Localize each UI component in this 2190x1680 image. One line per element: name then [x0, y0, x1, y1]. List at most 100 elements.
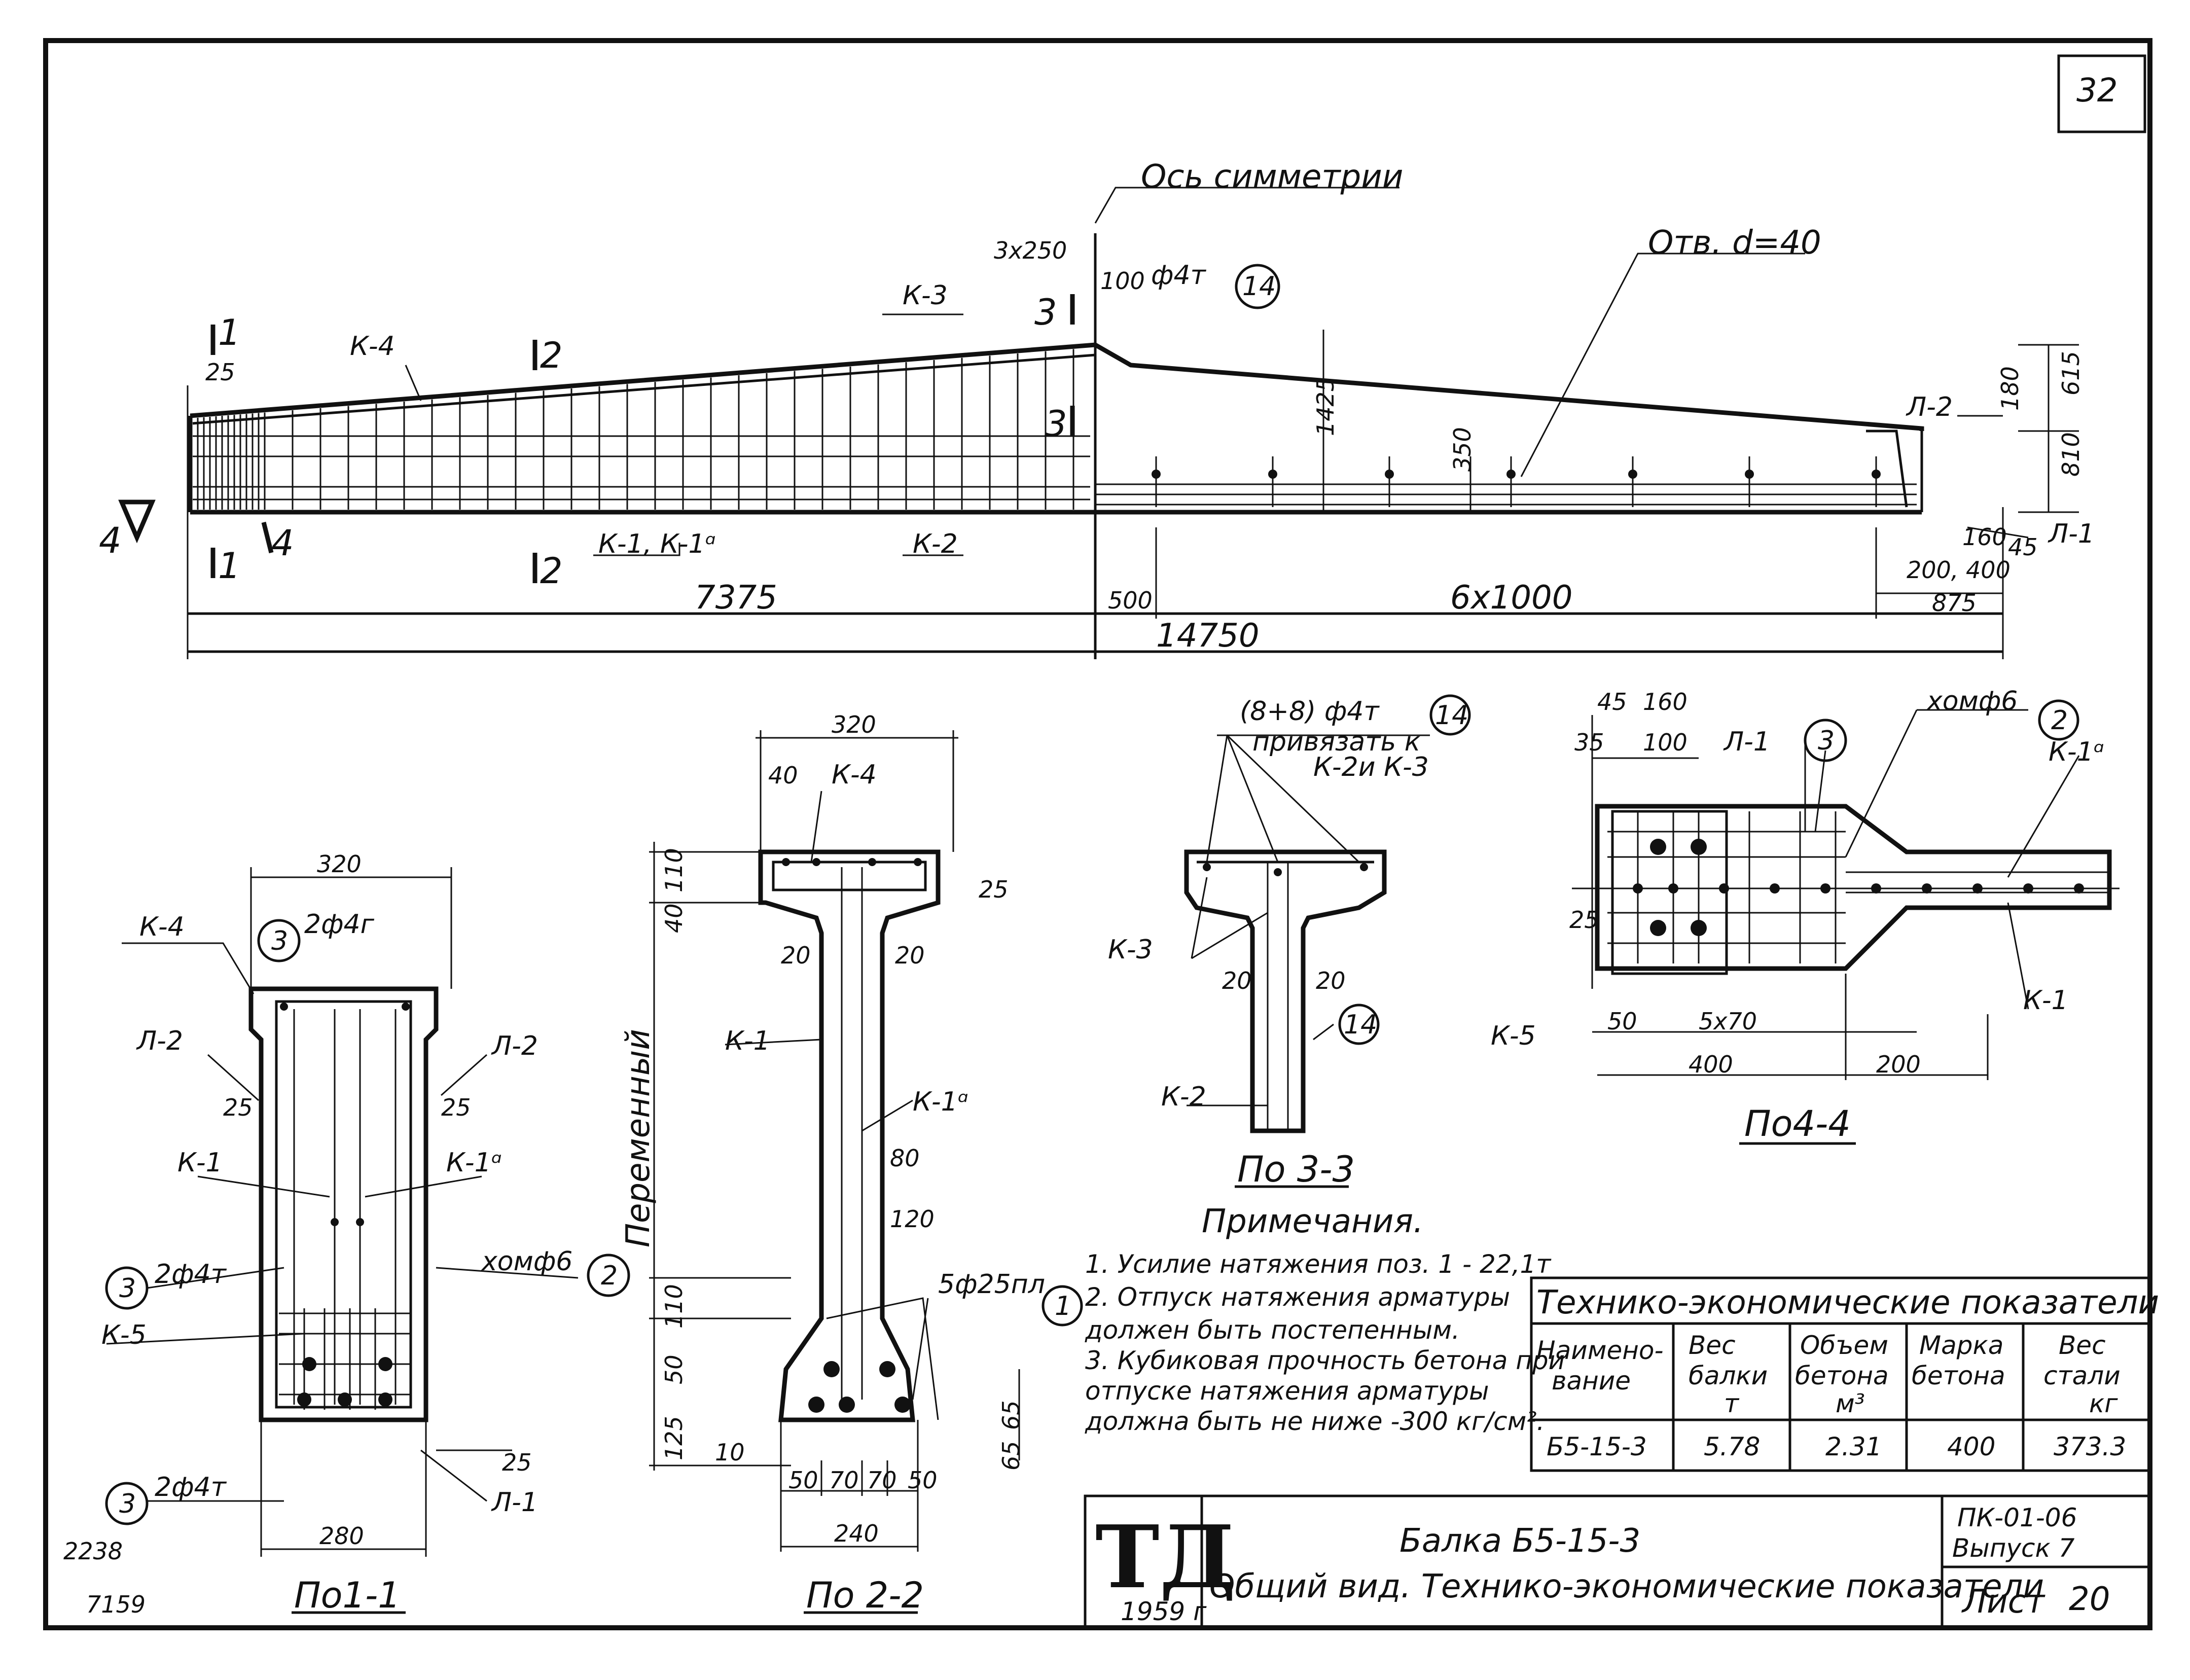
s22-dim-240: 240 [834, 1520, 879, 1547]
year: 1959 г [1121, 1597, 1207, 1626]
s33-pos14-top: 14 [1435, 700, 1468, 731]
dim-3x250: 3x250 [994, 237, 1067, 264]
s11-pos3-mid: 3 [119, 1273, 136, 1304]
s11-l1: Л-1 [491, 1487, 538, 1518]
header-volume-1: Объем [1800, 1331, 1888, 1360]
header-volume-3: м³ [1836, 1389, 1865, 1418]
notes-heading: Примечания. [1202, 1203, 1423, 1240]
cell-steel: 373.3 [2054, 1432, 2126, 1461]
section-2-2: Переменный 320 40 К-4 110 40 25 20 20 К-… [620, 711, 1083, 1616]
s22-bottom-50b: 50 [908, 1467, 938, 1494]
s11-rebar-mid: 2ф4т [155, 1259, 227, 1290]
section-mark-1-top: 1 [218, 312, 241, 353]
s33-pos14-bottom: 14 [1344, 1010, 1377, 1040]
dim-6x1000: 6x1000 [1450, 579, 1572, 617]
header-steel-3: кг [2089, 1389, 2118, 1418]
s44-k1a: К-1ᵅ [2049, 737, 2104, 767]
s22-k1a: К-1ᵅ [913, 1087, 968, 1117]
s22-strands: 5ф25пл [938, 1269, 1045, 1300]
dim-100: 100 [1100, 267, 1145, 295]
s22-dim-50: 50 [660, 1354, 688, 1384]
s22-dim-20b: 20 [895, 942, 925, 969]
s11-dim-25a: 25 [223, 1094, 253, 1121]
note-line-4: 3. Кубиковая прочность бетона при [1085, 1346, 1565, 1375]
s22-dim-25: 25 [979, 876, 1009, 903]
s33-tie-note-2: К-2и К-3 [1313, 752, 1429, 782]
s11-rebar-bot: 2ф4т [155, 1472, 227, 1503]
s11-k5: К-5 [101, 1320, 147, 1350]
s11-k1: К-1 [177, 1148, 223, 1178]
hole-label: Отв. d=40 [1648, 224, 1821, 262]
s44-pos3: 3 [1818, 726, 1835, 756]
header-weight-1: Вес [1689, 1331, 1736, 1360]
s22-dim-65b: 65 [997, 1441, 1025, 1471]
beam-elevation: Ось симметрии К-4 К-3 К-2 К-1, К-1ᵅ Л-2 … [99, 158, 2095, 659]
dim-160: 160 [1962, 523, 2007, 551]
header-steel-2: стали [2043, 1361, 2121, 1390]
dim-200-400: 200, 400 [1907, 556, 2011, 584]
s44-dim-100: 100 [1643, 729, 1688, 756]
section-mark-2-top: 2 [540, 335, 563, 376]
s22-dim-80: 80 [890, 1145, 920, 1172]
s22-dim-110: 110 [660, 848, 688, 892]
s33-rebar: (8+8) ф4т [1240, 696, 1380, 727]
cell-name: Б5-15-3 [1547, 1432, 1647, 1461]
logo: ТД [1095, 1507, 1236, 1608]
dim-180: 180 [1996, 366, 2024, 411]
section-1-1: 320 280 25 25 25 К-4 Л-2 Л-2 К-1 К-1ᵅ К-… [101, 850, 630, 1616]
dim-1425: 1425 [1312, 377, 1339, 436]
section-mark-3-bottom: 3 [1045, 403, 1067, 445]
s22-k4: К-4 [832, 760, 877, 790]
s11-pos3-bot: 3 [119, 1489, 136, 1519]
note-line-6: должна быть не ниже -300 кг/см². [1085, 1407, 1545, 1436]
dim-7375: 7375 [695, 579, 777, 617]
s44-dim-45: 45 [1597, 688, 1627, 716]
label-k2: К-2 [913, 529, 958, 559]
label-k3: К-3 [903, 280, 948, 311]
header-grade-1: Марка [1919, 1331, 2003, 1360]
sheet-number-title: 20 [2069, 1581, 2110, 1618]
dim-615: 615 [2057, 351, 2085, 396]
notes: Примечания. 1. Усилие натяжения поз. 1 -… [1085, 1203, 1565, 1436]
header-grade-2: бетона [1912, 1361, 2005, 1390]
s33-tie-note-1: привязать к [1252, 727, 1421, 757]
section-4-4: 45 160 35 100 Л-1 3 хомф6 2 К-1ᵅ 25 К-1 … [1491, 686, 2120, 1145]
dim-810: 810 [2057, 432, 2085, 477]
s44-title: По4-4 [1744, 1103, 1851, 1145]
s22-side-label: Переменный [620, 1029, 657, 1247]
s11-rebar-top: 2ф4г [304, 909, 375, 940]
drawing-subtitle: Общий вид. Технико-экономические показат… [1209, 1568, 2044, 1605]
drawing-name: Балка Б5-15-3 [1399, 1522, 1640, 1560]
s22-dim-65a: 65 [997, 1400, 1025, 1430]
header-name-2: вание [1552, 1366, 1631, 1396]
s33-k2: К-2 [1161, 1082, 1206, 1112]
s22-dim-320: 320 [832, 711, 876, 738]
section-mark-4-right: 4 [271, 522, 294, 564]
dim-875: 875 [1932, 589, 1977, 617]
label-l2: Л-2 [1906, 392, 1953, 422]
dim-350: 350 [1449, 427, 1476, 472]
header-volume-2: бетона [1795, 1361, 1889, 1390]
section-3-3: (8+8) ф4т 14 привязать к К-2и К-3 К-3 20… [1108, 694, 1471, 1190]
note-line-3: должен быть постепенным. [1085, 1315, 1460, 1345]
s22-dim-110b: 110 [660, 1284, 688, 1329]
s44-dim-5x70: 5x70 [1699, 1008, 1757, 1035]
s44-k1: К-1 [2023, 985, 2068, 1016]
s22-dim-120: 120 [890, 1205, 935, 1233]
section-mark-4-left: 4 [99, 520, 122, 561]
cell-weight: 5.78 [1704, 1432, 1760, 1461]
s22-dim-20a: 20 [781, 942, 811, 969]
s22-bottom-50a: 50 [788, 1467, 818, 1494]
s11-dim-25b: 25 [441, 1094, 471, 1121]
cell-grade: 400 [1947, 1432, 1995, 1461]
s44-dim-50: 50 [1607, 1008, 1637, 1035]
s11-k4: К-4 [139, 912, 185, 942]
s11-k1a: К-1ᵅ [446, 1148, 502, 1178]
s44-dim-25: 25 [1569, 906, 1599, 934]
axis-of-symmetry-label: Ось симметрии [1141, 158, 1403, 196]
s44-dim-160: 160 [1643, 688, 1688, 716]
s22-dim-40b: 40 [660, 903, 688, 933]
s11-dim-25c: 25 [502, 1449, 532, 1476]
s22-dim-40: 40 [768, 762, 798, 789]
sheet-label: Лист [1961, 1583, 2045, 1621]
